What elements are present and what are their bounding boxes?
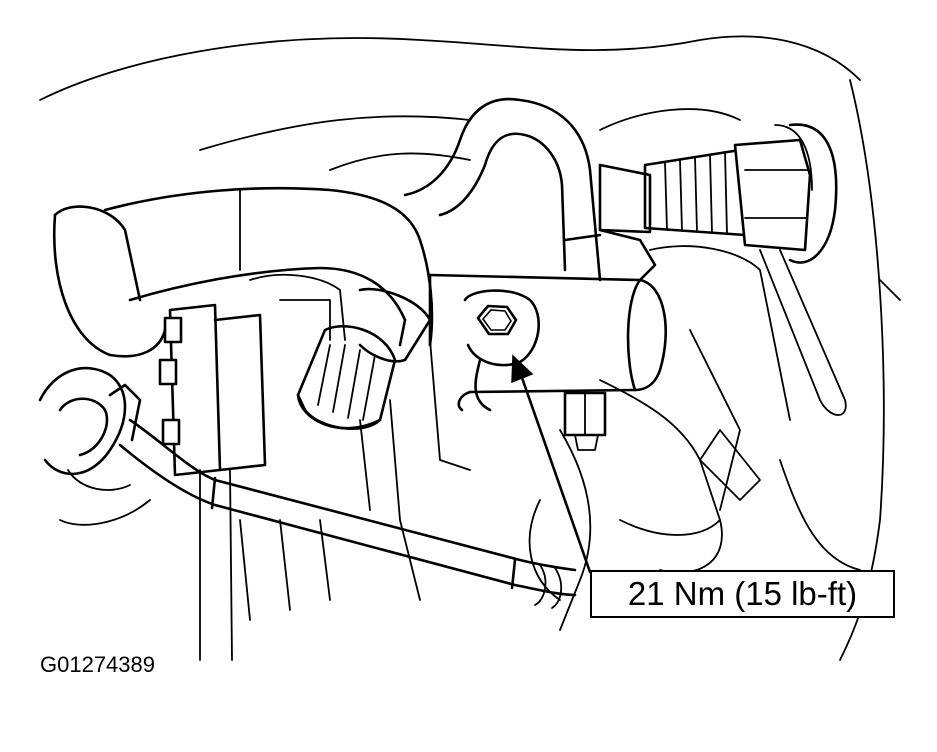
arrow-head-icon (511, 354, 534, 384)
hex-bolt (476, 304, 518, 336)
electrical-connector (38, 366, 142, 491)
figure-id-label: G01274389 (40, 652, 155, 677)
fuel-rail-body (428, 273, 667, 412)
pressure-regulator (296, 287, 432, 431)
wiring-harness (59, 418, 577, 609)
threaded-stud-bolt (598, 123, 838, 264)
bolt-head-upper-left (163, 316, 183, 344)
left-bracket-assembly (158, 273, 346, 661)
stud-hex-nut (733, 138, 812, 252)
coolant-hose (53, 186, 434, 358)
torque-spec-label: 21 Nm (15 lb-ft) (627, 575, 858, 612)
torque-spec-callout: 21 Nm (15 lb-ft) (590, 570, 895, 618)
bolt-head-lower-left (161, 418, 181, 446)
hard-tube-line (403, 97, 657, 282)
callout-leader-arrow (511, 354, 592, 574)
bolt-head-mid-left (158, 358, 178, 386)
engine-background-outlines (39, 35, 901, 661)
rail-mounting-bolt (563, 391, 607, 451)
